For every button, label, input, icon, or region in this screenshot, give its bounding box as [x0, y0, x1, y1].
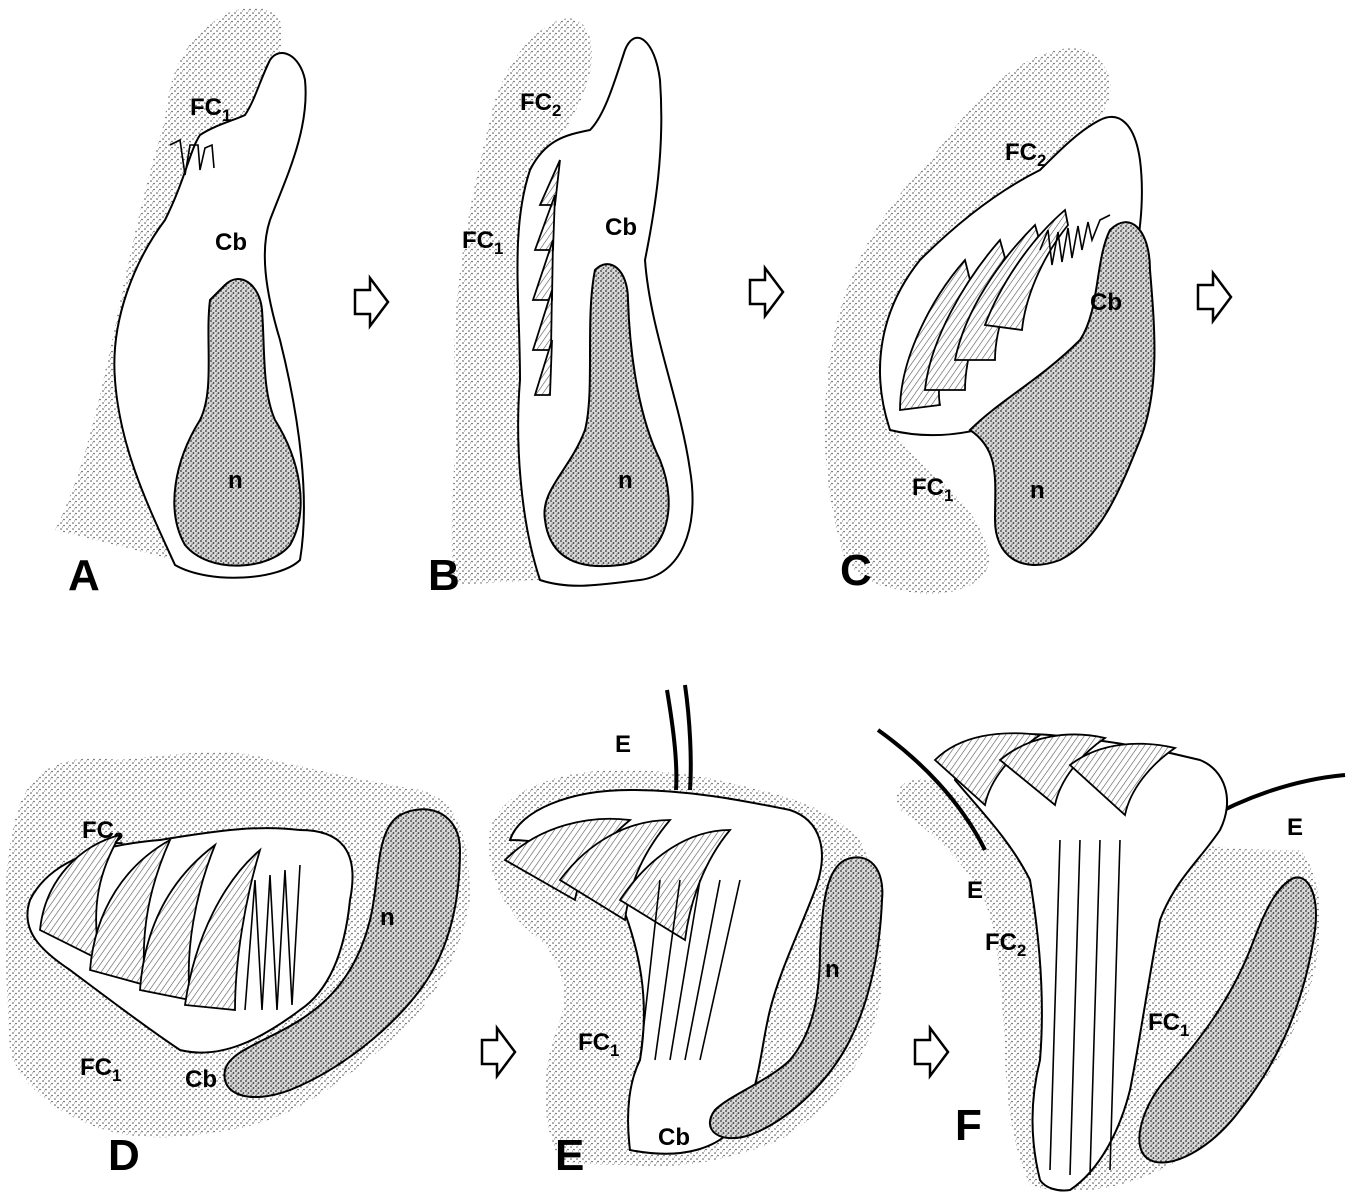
label-cb: Cb [1090, 289, 1122, 316]
label-cb: Cb [605, 214, 637, 241]
right-arrow-icon [1198, 273, 1231, 321]
label-n: n [825, 956, 840, 983]
label-n: n [228, 467, 243, 494]
label-cb: Cb [658, 1124, 690, 1151]
panel-letter-d: D [108, 1131, 140, 1180]
panel-f: E E FC2 FC1 F [878, 730, 1345, 1191]
right-arrow-icon [750, 268, 783, 316]
label-n: n [618, 467, 633, 494]
label-n: n [1030, 477, 1045, 504]
label-n: n [380, 904, 395, 931]
right-arrow-icon [355, 278, 388, 326]
right-arrow-icon [482, 1028, 515, 1076]
label-cb: Cb [215, 229, 247, 256]
panel-letter-e: E [555, 1131, 584, 1180]
label-cb: Cb [185, 1066, 217, 1093]
panel-d: FC2 FC1 Cb n D [5, 752, 470, 1180]
panel-letter-c: C [840, 546, 872, 595]
panel-letter-f: F [955, 1101, 982, 1150]
panel-e: E FC1 Cb n E [489, 685, 882, 1180]
panel-letter-a: A [68, 551, 100, 600]
panel-b: FC2 FC1 Cb n B [428, 18, 693, 600]
panel-letter-b: B [428, 551, 460, 600]
label-e-left: E [967, 877, 983, 904]
label-e: E [615, 731, 631, 758]
label-e-right: E [1287, 814, 1303, 841]
panel-c: FC2 Cb FC1 n C [825, 48, 1155, 595]
panel-a: FC1 Cb n A [55, 8, 306, 600]
label-fc1: FC1 [912, 474, 953, 505]
right-arrow-icon [915, 1028, 948, 1076]
